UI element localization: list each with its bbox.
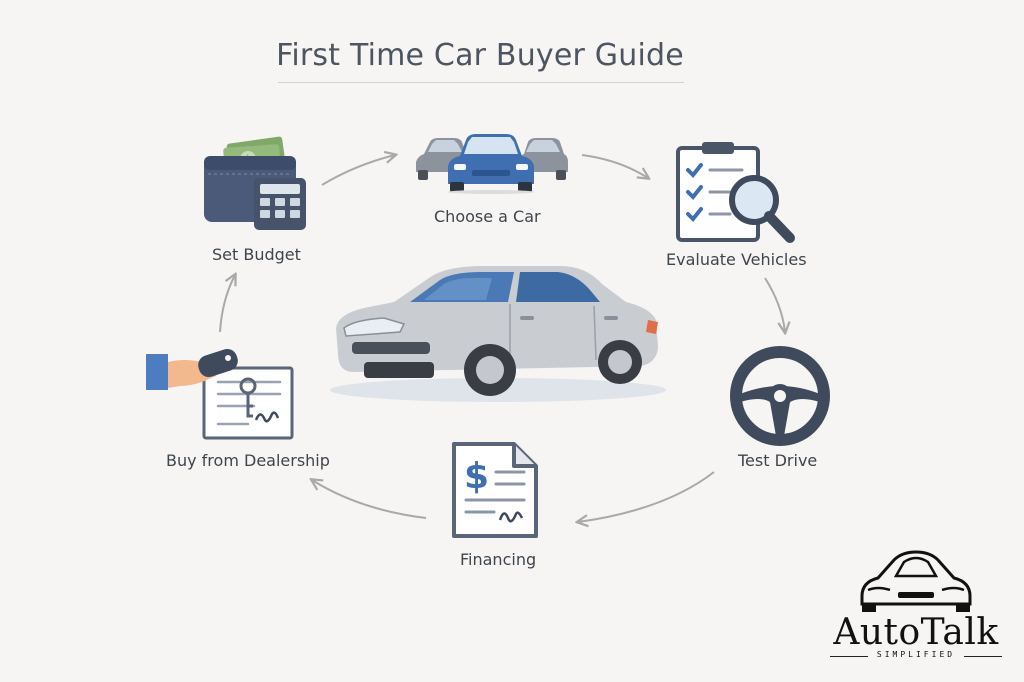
brand-tagline: SIMPLIFIED (876, 650, 956, 659)
brand-name: AutoTalk (833, 612, 999, 653)
step-label-test-drive: Test Drive (738, 451, 818, 470)
brand-rule-right (964, 656, 1002, 657)
arrow-test-to-financing (578, 471, 715, 522)
clipboard-magnifier-icon (676, 142, 795, 243)
hand-keys-contract-icon (146, 348, 294, 440)
autotalk-car-logo-icon (860, 550, 972, 612)
step-label-financing: Financing (460, 550, 537, 569)
page-title: First Time Car Buyer Guide (276, 38, 684, 73)
arrow-choose-to-evaluate (581, 154, 648, 178)
sedan-car-illustration (330, 266, 666, 402)
arrow-financing-to-buy (312, 480, 427, 519)
arrow-evaluate-to-test (764, 277, 785, 332)
step-label-set-budget: Set Budget (212, 245, 301, 264)
cars-icon (416, 134, 568, 194)
step-label-evaluate-vehicles: Evaluate Vehicles (666, 250, 807, 269)
brand-rule-left (830, 656, 868, 657)
arrow-budget-to-choose (321, 155, 395, 186)
steering-wheel-icon (730, 346, 830, 446)
wallet-calculator-icon: $ (204, 136, 306, 230)
step-label-choose-car: Choose a Car (434, 207, 541, 226)
arrow-buy-to-budget (219, 275, 235, 333)
step-label-buy-from-dealership: Buy from Dealership (166, 451, 330, 470)
svg-text:$: $ (464, 456, 489, 497)
title-divider (278, 82, 684, 83)
dollar-document-icon: $ (452, 442, 538, 538)
